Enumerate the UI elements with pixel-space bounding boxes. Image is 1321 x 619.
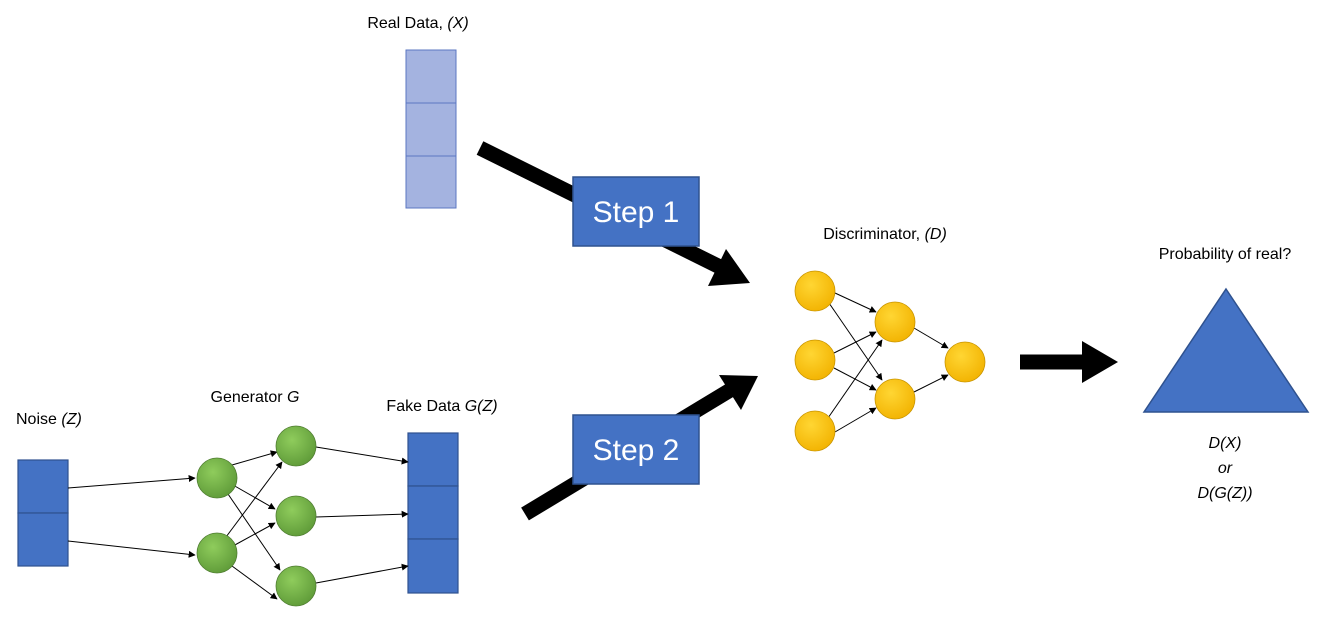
connection-arrow xyxy=(67,540,196,558)
probability-label: Probability of real? xyxy=(1159,246,1292,263)
discriminator-node xyxy=(794,339,836,381)
connection-arrow xyxy=(913,327,949,349)
output-arrowhead xyxy=(1082,341,1118,383)
step2-arrowhead xyxy=(719,375,758,410)
discriminator-label: Discriminator, (D) xyxy=(823,226,947,243)
generator-connections xyxy=(67,446,409,600)
connection-arrow xyxy=(913,374,949,393)
noise-stack xyxy=(17,459,69,567)
real-data-label: Real Data, (X) xyxy=(367,15,468,32)
real-data-cell xyxy=(405,102,457,157)
discriminator-network xyxy=(794,270,986,452)
connection-arrow xyxy=(315,510,409,518)
connection-arrow xyxy=(231,450,278,466)
discriminator-node xyxy=(874,301,916,343)
connection-arrow xyxy=(834,292,877,313)
step2-box: Step 2 xyxy=(572,414,700,485)
output-line-2: or xyxy=(1218,460,1233,477)
discriminator-node xyxy=(794,270,836,312)
connection-arrow xyxy=(834,407,877,433)
generator-node xyxy=(275,425,317,467)
discriminator-node xyxy=(874,378,916,420)
noise-cell xyxy=(17,459,69,514)
discriminator-node xyxy=(794,410,836,452)
output-line-3: D(G(Z)) xyxy=(1197,485,1252,502)
connection-arrow xyxy=(67,475,196,489)
connection-arrow xyxy=(828,302,883,381)
discriminator-connections xyxy=(827,292,949,433)
fake-data-cell xyxy=(407,538,459,594)
fake-data-label: Fake Data G(Z) xyxy=(386,398,497,415)
connection-arrow xyxy=(231,565,278,600)
connection-arrow xyxy=(232,484,276,510)
connection-arrow xyxy=(315,446,409,465)
generator-node xyxy=(196,457,238,499)
generator-node xyxy=(275,565,317,607)
generator-node xyxy=(275,495,317,537)
output-line-1: D(X) xyxy=(1209,435,1242,452)
fake-data-stack xyxy=(407,432,459,594)
connection-arrow xyxy=(225,461,283,538)
connection-arrow xyxy=(833,331,877,354)
real-data-cell xyxy=(405,49,457,104)
connection-arrow xyxy=(315,563,409,584)
discriminator-node xyxy=(944,341,986,383)
noise-label: Noise (Z) xyxy=(16,411,82,428)
connection-arrow xyxy=(227,493,281,571)
fake-data-cell xyxy=(407,432,459,487)
generator-network xyxy=(196,425,317,607)
connection-arrow xyxy=(827,339,883,419)
step1-label: Step 1 xyxy=(593,196,680,229)
real-data-stack xyxy=(405,49,457,209)
generator-label: Generator G xyxy=(211,389,300,406)
probability-triangle xyxy=(1142,287,1310,413)
real-data-cell xyxy=(405,155,457,209)
step1-arrowhead xyxy=(708,249,750,286)
noise-cell xyxy=(17,512,69,567)
step1-box: Step 1 xyxy=(572,176,700,247)
step2-label: Step 2 xyxy=(593,434,680,467)
generator-node xyxy=(196,532,238,574)
fake-data-cell xyxy=(407,485,459,540)
connection-arrow xyxy=(232,522,276,547)
